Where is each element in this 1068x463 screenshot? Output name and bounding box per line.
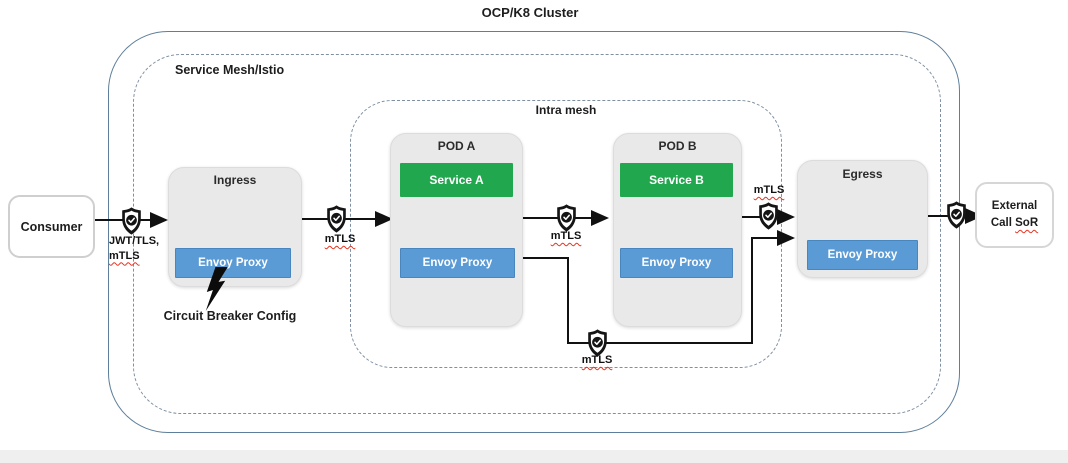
egress-envoy-proxy-label: Envoy Proxy [827, 249, 898, 261]
ingress-envoy-proxy-box: Envoy Proxy [175, 248, 291, 278]
consumer-box: Consumer [8, 195, 95, 258]
diagram-title: OCP/K8 Cluster [481, 5, 579, 20]
security-shield-icon [122, 207, 141, 235]
circuit-breaker-lightning-icon [205, 267, 228, 311]
sor-word: SoR [1015, 217, 1039, 229]
service-mesh-boundary [133, 54, 941, 414]
security-shield-icon [947, 201, 966, 229]
pod-b-envoy-proxy-box: Envoy Proxy [620, 248, 733, 278]
egress-title: Egress [842, 167, 883, 181]
ingress-title: Ingress [213, 173, 257, 187]
mtls-label-pod-a-pod-b: mTLS [550, 230, 582, 242]
external-label-line2: Call SoR [990, 217, 1039, 229]
service-a-box: Service A [400, 163, 513, 197]
security-shield-icon [759, 202, 778, 230]
mtls-label-pod-b-egress: mTLS [753, 184, 785, 196]
pod-b-envoy-proxy-label: Envoy Proxy [641, 257, 712, 269]
service-b-label: Service B [649, 173, 704, 187]
pod-a-envoy-proxy-box: Envoy Proxy [400, 248, 515, 278]
security-shield-icon [327, 205, 346, 233]
egress-envoy-proxy-box: Envoy Proxy [807, 240, 918, 270]
pod-a-title: POD A [437, 139, 476, 153]
mtls-label-ingress-pod-a: mTLS [324, 233, 356, 245]
service-mesh-label: Service Mesh/Istio [175, 63, 285, 77]
consumer-label: Consumer [20, 219, 83, 234]
security-shield-icon [557, 204, 576, 232]
mtls-label-envoy-bypass: mTLS [581, 354, 613, 366]
pod-a-envoy-proxy-label: Envoy Proxy [422, 257, 493, 269]
security-shield-icon [588, 329, 607, 357]
slide-edge [0, 450, 1068, 463]
pod-b-title: POD B [658, 139, 697, 153]
external-call-sor-box: External Call SoR [975, 182, 1054, 248]
circuit-breaker-config-label: Circuit Breaker Config [163, 309, 297, 323]
intra-mesh-label: Intra mesh [535, 103, 597, 117]
service-b-box: Service B [620, 163, 733, 197]
service-a-label: Service A [429, 173, 484, 187]
external-label-line1: External [991, 200, 1038, 212]
jwt-tls-line2: mTLS [109, 249, 140, 262]
ingress-envoy-proxy-label: Envoy Proxy [198, 257, 268, 269]
jwt-tls-line1: JWT/TLS, [109, 235, 160, 247]
ocp-k8-cluster-boundary [108, 31, 960, 433]
jwt-tls-annotation: JWT/TLS, mTLS [109, 234, 169, 263]
